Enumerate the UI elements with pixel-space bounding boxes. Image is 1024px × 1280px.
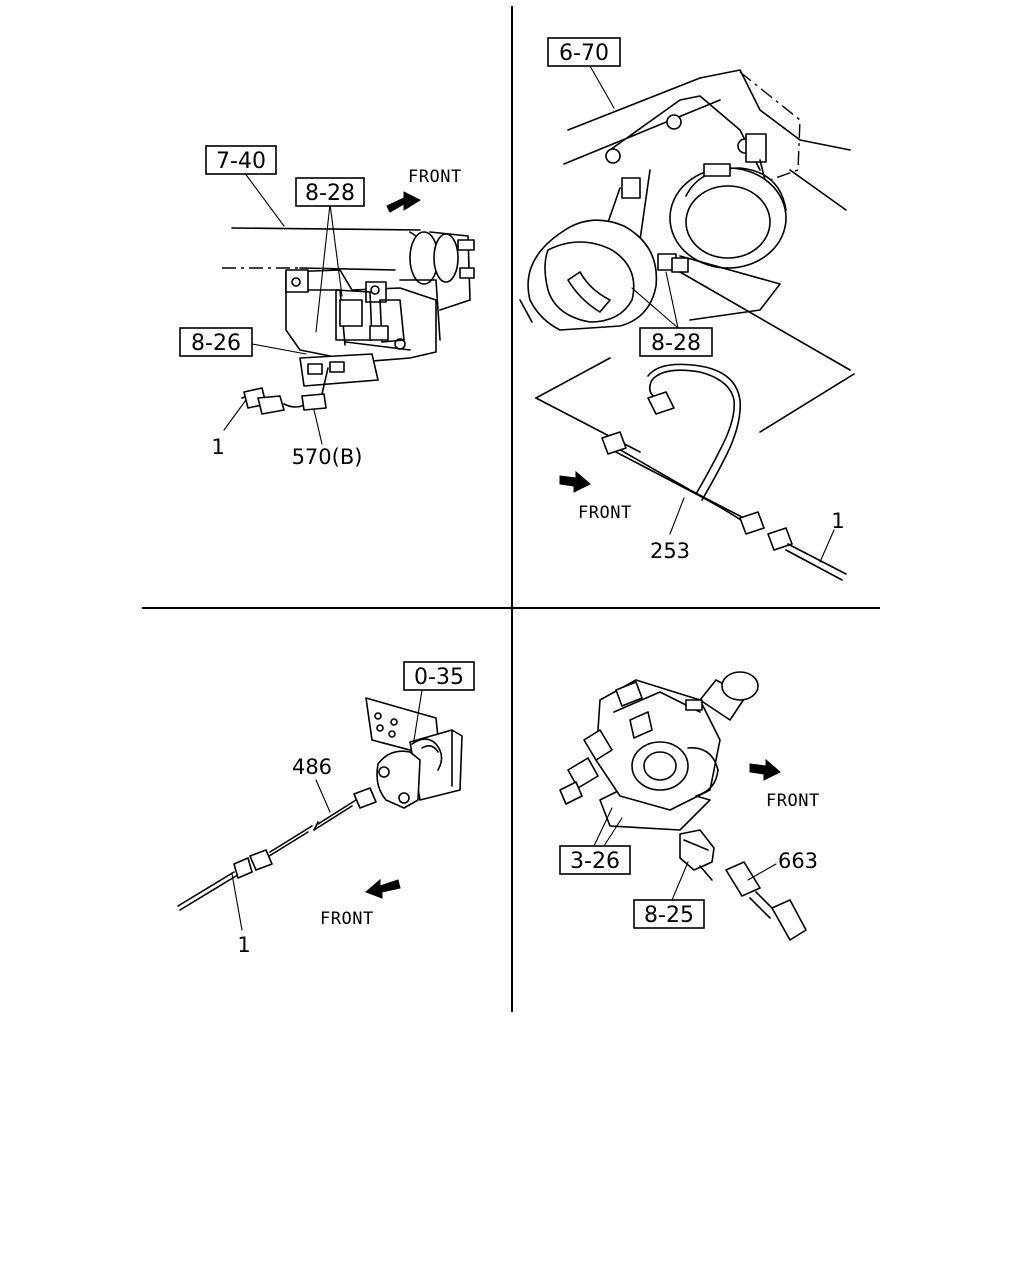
q2-ref-box-horn (639, 327, 713, 357)
q4-part-connector: 663 (778, 849, 818, 873)
q3-part-wire: 486 (292, 755, 332, 779)
q4-ref-main: 3-26 (570, 849, 620, 874)
q4-ref-box-switch (633, 899, 705, 929)
q2-ref-box-main (547, 37, 621, 67)
q4-ref-switch: 8-25 (644, 903, 694, 928)
q2-horn-illustration (519, 69, 855, 581)
q1-ref-box-sensor (295, 177, 365, 207)
quadrant-top-left: 7-40 8-28 8-26 FRONT 1 570(B) (179, 145, 475, 469)
q3-leader-lines (231, 689, 423, 931)
q1-ref-box-bracket (179, 327, 253, 357)
q3-switch-illustration (177, 697, 463, 911)
q3-part-harness: 1 (237, 933, 250, 957)
q4-front-label: FRONT (766, 791, 820, 811)
q3-front-label: FRONT (320, 909, 374, 929)
q4-pump-illustration (559, 671, 807, 941)
q2-ref-horn: 8-28 (651, 331, 701, 356)
q4-leader-lines (593, 807, 777, 901)
q3-ref-main: 0-35 (414, 665, 464, 690)
q1-shaft-illustration (222, 191, 475, 415)
q4-ref-box-main (559, 845, 631, 875)
q1-ref-bracket: 8-26 (191, 331, 241, 356)
q1-ref-main: 7-40 (216, 149, 266, 174)
q2-front-label: FRONT (578, 503, 632, 523)
q1-front-label: FRONT (408, 167, 462, 187)
quadrant-dividers (142, 6, 880, 1012)
q1-part-harness: 1 (211, 435, 224, 459)
q1-leader-lines (223, 171, 343, 445)
q2-ref-main: 6-70 (559, 41, 609, 66)
q1-part-connector: 570(B) (292, 445, 363, 469)
quadrant-bottom-right: 3-26 8-25 663 FRONT (559, 671, 820, 941)
quadrant-top-right: 6-70 8-28 FRONT 253 1 (519, 37, 855, 581)
q2-part-wire: 253 (650, 539, 690, 563)
q1-ref-box-main (205, 145, 277, 175)
q1-ref-sensor: 8-28 (305, 181, 355, 206)
quadrant-bottom-left: 0-35 486 FRONT 1 (177, 661, 475, 957)
q2-part-harness: 1 (831, 509, 844, 533)
q3-ref-box-main (403, 661, 475, 691)
q2-leader-lines (589, 65, 835, 563)
